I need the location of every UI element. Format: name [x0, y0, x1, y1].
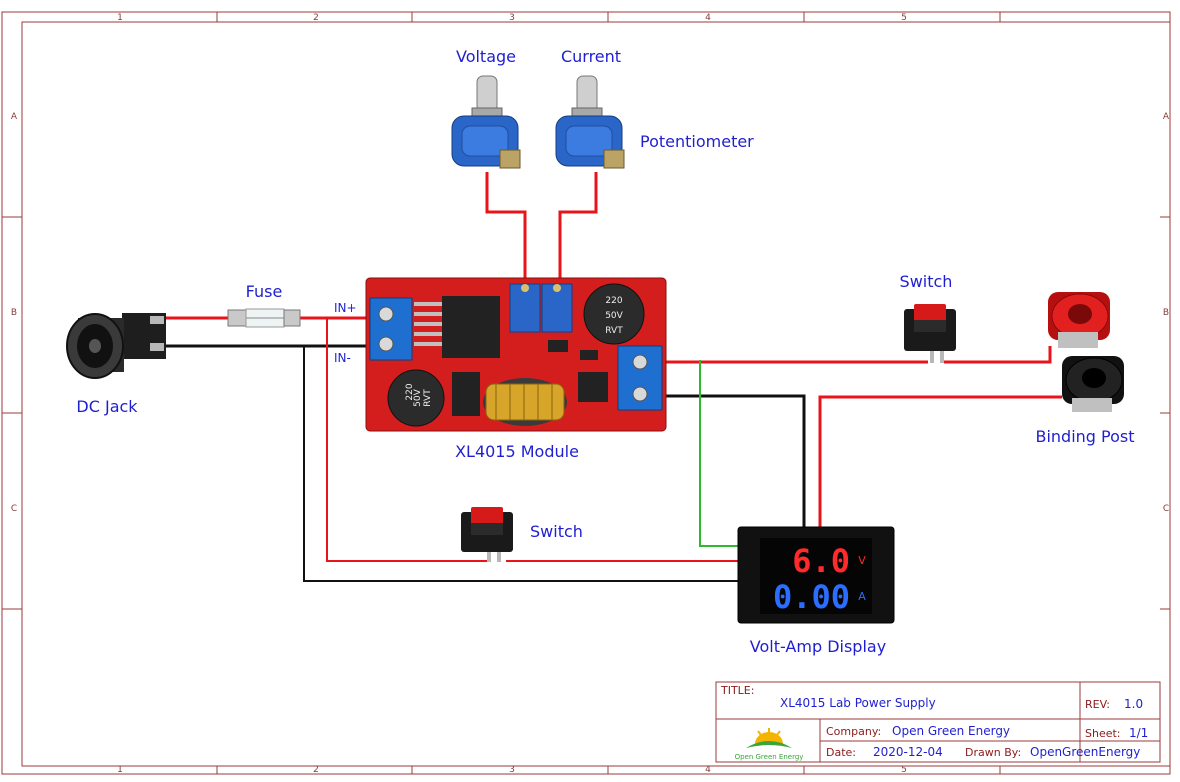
company-key: Company: [826, 725, 881, 738]
display-switch [461, 507, 513, 562]
current-potentiometer [555, 75, 625, 169]
volt-amp-label: Volt-Amp Display [750, 637, 886, 656]
wire-display-to-post [818, 395, 1062, 528]
row-label-left: C [11, 504, 17, 514]
module-label: XL4015 Module [455, 442, 579, 461]
logo-text: Open Green Energy [735, 753, 804, 761]
current-readout: 0.00 [773, 578, 850, 616]
drawn-by-value: OpenGreenEnergy [1030, 745, 1140, 759]
fuse [227, 308, 301, 328]
title-block [715, 681, 1161, 763]
date-key: Date: [826, 746, 856, 759]
cap-bottom-value: 220 [405, 383, 415, 400]
drawn-by-key: Drawn By: [965, 746, 1021, 759]
wire-sense [699, 360, 741, 547]
xl4015-module: 220 50V RVT 220 50V RVT [365, 277, 667, 432]
col-label-bottom: 3 [509, 765, 515, 775]
binding-post-red [1048, 292, 1110, 348]
title-value: XL4015 Lab Power Supply [780, 696, 936, 710]
volt-amp-display: 6.0 V 0.00 A [737, 526, 895, 624]
in-minus-label: IN- [334, 351, 351, 365]
rev-key: REV: [1085, 698, 1110, 711]
date-value: 2020-12-04 [873, 745, 943, 759]
binding-post-label: Binding Post [1035, 427, 1134, 446]
grid-labels: 1 2 3 4 5 1 2 3 4 5 A B C A B C [11, 13, 1170, 775]
title-key: TITLE: [720, 684, 754, 697]
col-label-top: 1 [117, 13, 123, 23]
col-label-top: 3 [509, 13, 515, 23]
output-switch [904, 304, 956, 363]
cap-top-voltage: 50V [605, 311, 623, 321]
wire-switch-to-post [944, 346, 1052, 364]
cap-top-series: RVT [605, 326, 623, 336]
row-label-right: C [1163, 504, 1169, 514]
col-label-bottom: 1 [117, 765, 123, 775]
col-label-top: 5 [901, 13, 907, 23]
wires [165, 172, 1062, 582]
sheet-key: Sheet: [1085, 727, 1121, 740]
potentiometer-label: Potentiometer [640, 132, 754, 151]
company-value: Open Green Energy [892, 724, 1010, 738]
row-label-right: A [1163, 112, 1170, 122]
binding-post-black [1062, 356, 1124, 412]
sheet-frame [1, 11, 1171, 775]
col-label-top: 4 [705, 13, 711, 23]
current-label: Current [561, 47, 621, 66]
row-label-left: A [11, 112, 18, 122]
dc-jack [66, 313, 166, 379]
title-block-logo: Open Green Energy [735, 728, 804, 761]
row-label-left: B [11, 308, 17, 318]
cap-bottom-voltage: 50V [413, 388, 423, 406]
wire-voltage-pot [485, 172, 527, 278]
row-label-right: B [1163, 308, 1169, 318]
in-plus-label: IN+ [334, 301, 357, 315]
voltage-readout: 6.0 [792, 542, 850, 580]
wire-input-to-switch [326, 318, 490, 562]
col-label-bottom: 4 [705, 765, 711, 775]
switch-bottom-label: Switch [530, 522, 583, 541]
fuse-label: Fuse [246, 282, 283, 301]
rev-value: 1.0 [1124, 697, 1143, 711]
amp-unit: A [858, 590, 866, 603]
col-label-top: 2 [313, 13, 319, 23]
dc-jack-label: DC Jack [76, 397, 138, 416]
volt-unit: V [858, 554, 866, 567]
wire-gnd-to-display [303, 346, 741, 582]
cap-bottom-series: RVT [423, 389, 433, 407]
voltage-potentiometer [451, 75, 521, 169]
col-label-bottom: 2 [313, 765, 319, 775]
wire-current-pot [558, 172, 598, 278]
sheet-value: 1/1 [1129, 726, 1148, 740]
wire-out-negative [650, 394, 806, 528]
cap-top-value: 220 [605, 296, 622, 306]
switch-top-label: Switch [900, 272, 953, 291]
voltage-label: Voltage [456, 47, 516, 66]
col-label-bottom: 5 [901, 765, 907, 775]
